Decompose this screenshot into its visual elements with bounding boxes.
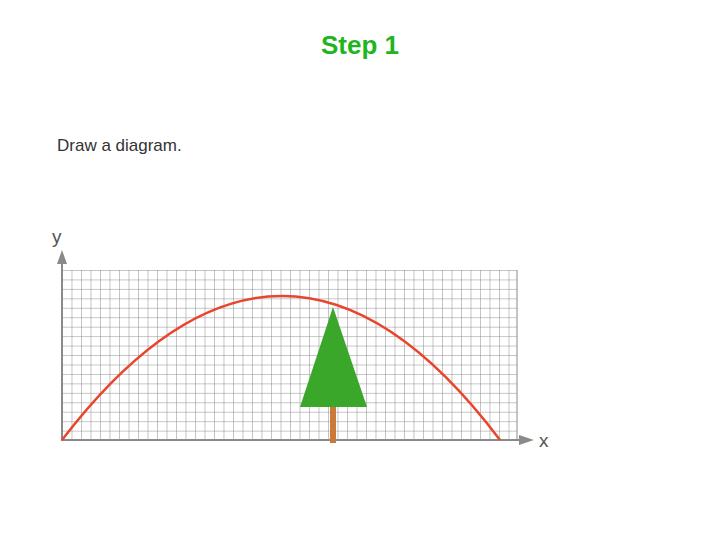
axis-label: x [539, 431, 549, 450]
instruction-text: Draw a diagram. [57, 136, 182, 156]
grid-edge [517, 270, 518, 440]
arrowhead [57, 250, 67, 264]
tree-trunk [330, 405, 336, 443]
step-title: Step 1 [0, 30, 720, 61]
axis-label: y [52, 227, 62, 246]
grid [62, 270, 517, 440]
arrowhead [519, 435, 534, 445]
x-axis [61, 439, 520, 441]
y-axis [61, 262, 63, 441]
tree-crown [300, 307, 367, 407]
parabola [62, 296, 500, 440]
